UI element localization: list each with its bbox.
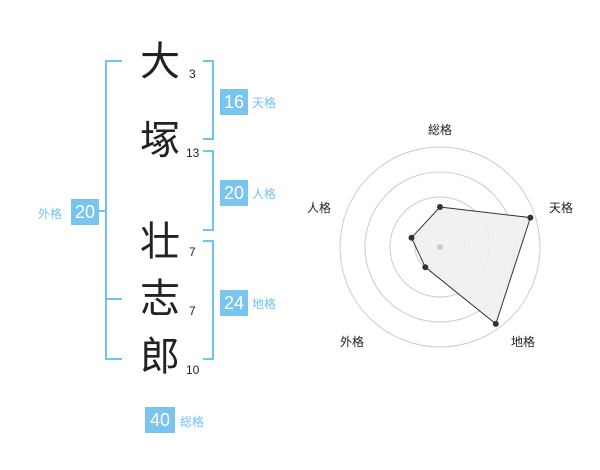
radar-point-4 — [408, 234, 415, 241]
axis-label-chikaku: 地格 — [511, 334, 535, 349]
stroke-count-2: 13 — [186, 146, 200, 160]
name-char-3: 壮 — [140, 219, 180, 265]
chikaku-bracket-top — [203, 240, 214, 242]
soukaku-value-badge: 40 — [145, 407, 175, 433]
chikaku-value-badge: 24 — [220, 290, 248, 316]
radar-chart: 総格 天格 地格 外格 人格 — [307, 122, 573, 349]
stroke-count-3: 7 — [189, 245, 196, 259]
jinkaku-label: 人格 — [252, 187, 277, 201]
outer-bracket-stub — [98, 210, 106, 212]
axis-label-tenkaku: 天格 — [549, 200, 573, 215]
chikaku-bracket-bottom — [203, 358, 214, 360]
stroke-count-1: 3 — [189, 67, 196, 81]
outer-bracket-top — [105, 60, 122, 62]
outer-bracket-mid — [105, 298, 122, 300]
stroke-count-5: 10 — [186, 363, 200, 377]
outer-bracket-bottom — [105, 358, 122, 360]
axis-label-gaikaku: 外格 — [340, 334, 364, 349]
tenkaku-bracket-top — [203, 60, 214, 62]
radar-point-0 — [437, 204, 443, 210]
name-char-2: 塚 — [140, 118, 180, 164]
soukaku-label: 総格 — [180, 415, 205, 429]
gaikaku-label: 外格 — [38, 207, 63, 221]
radar-center-dot — [437, 244, 443, 250]
radar-ring-4 — [339, 146, 541, 348]
name-char-5: 郎 — [140, 334, 180, 380]
tenkaku-value-badge: 16 — [220, 89, 248, 115]
chikaku-label: 地格 — [252, 297, 277, 311]
axis-label-soukaku: 総格 — [428, 122, 452, 137]
name-char-4: 志 — [140, 276, 180, 322]
tenkaku-label: 天格 — [252, 96, 277, 110]
name-char-1: 大 — [140, 39, 180, 85]
tenkaku-bracket-spine — [212, 60, 214, 140]
tenkaku-bracket-bottom — [203, 138, 214, 140]
stroke-count-4: 7 — [189, 304, 196, 318]
outer-bracket-spine — [105, 60, 107, 360]
jinkaku-bracket-spine — [212, 150, 214, 231]
radar-point-1 — [527, 214, 534, 221]
chikaku-bracket-spine — [212, 240, 214, 360]
jinkaku-bracket-bottom — [203, 229, 214, 231]
gaikaku-value-badge: 20 — [71, 199, 99, 225]
radar-area — [410, 206, 532, 325]
radar-point-2 — [492, 320, 499, 327]
jinkaku-value-badge: 20 — [220, 180, 248, 206]
radar-point-3 — [422, 264, 429, 271]
jinkaku-bracket-top — [203, 150, 214, 152]
axis-label-jinkaku: 人格 — [307, 200, 331, 215]
